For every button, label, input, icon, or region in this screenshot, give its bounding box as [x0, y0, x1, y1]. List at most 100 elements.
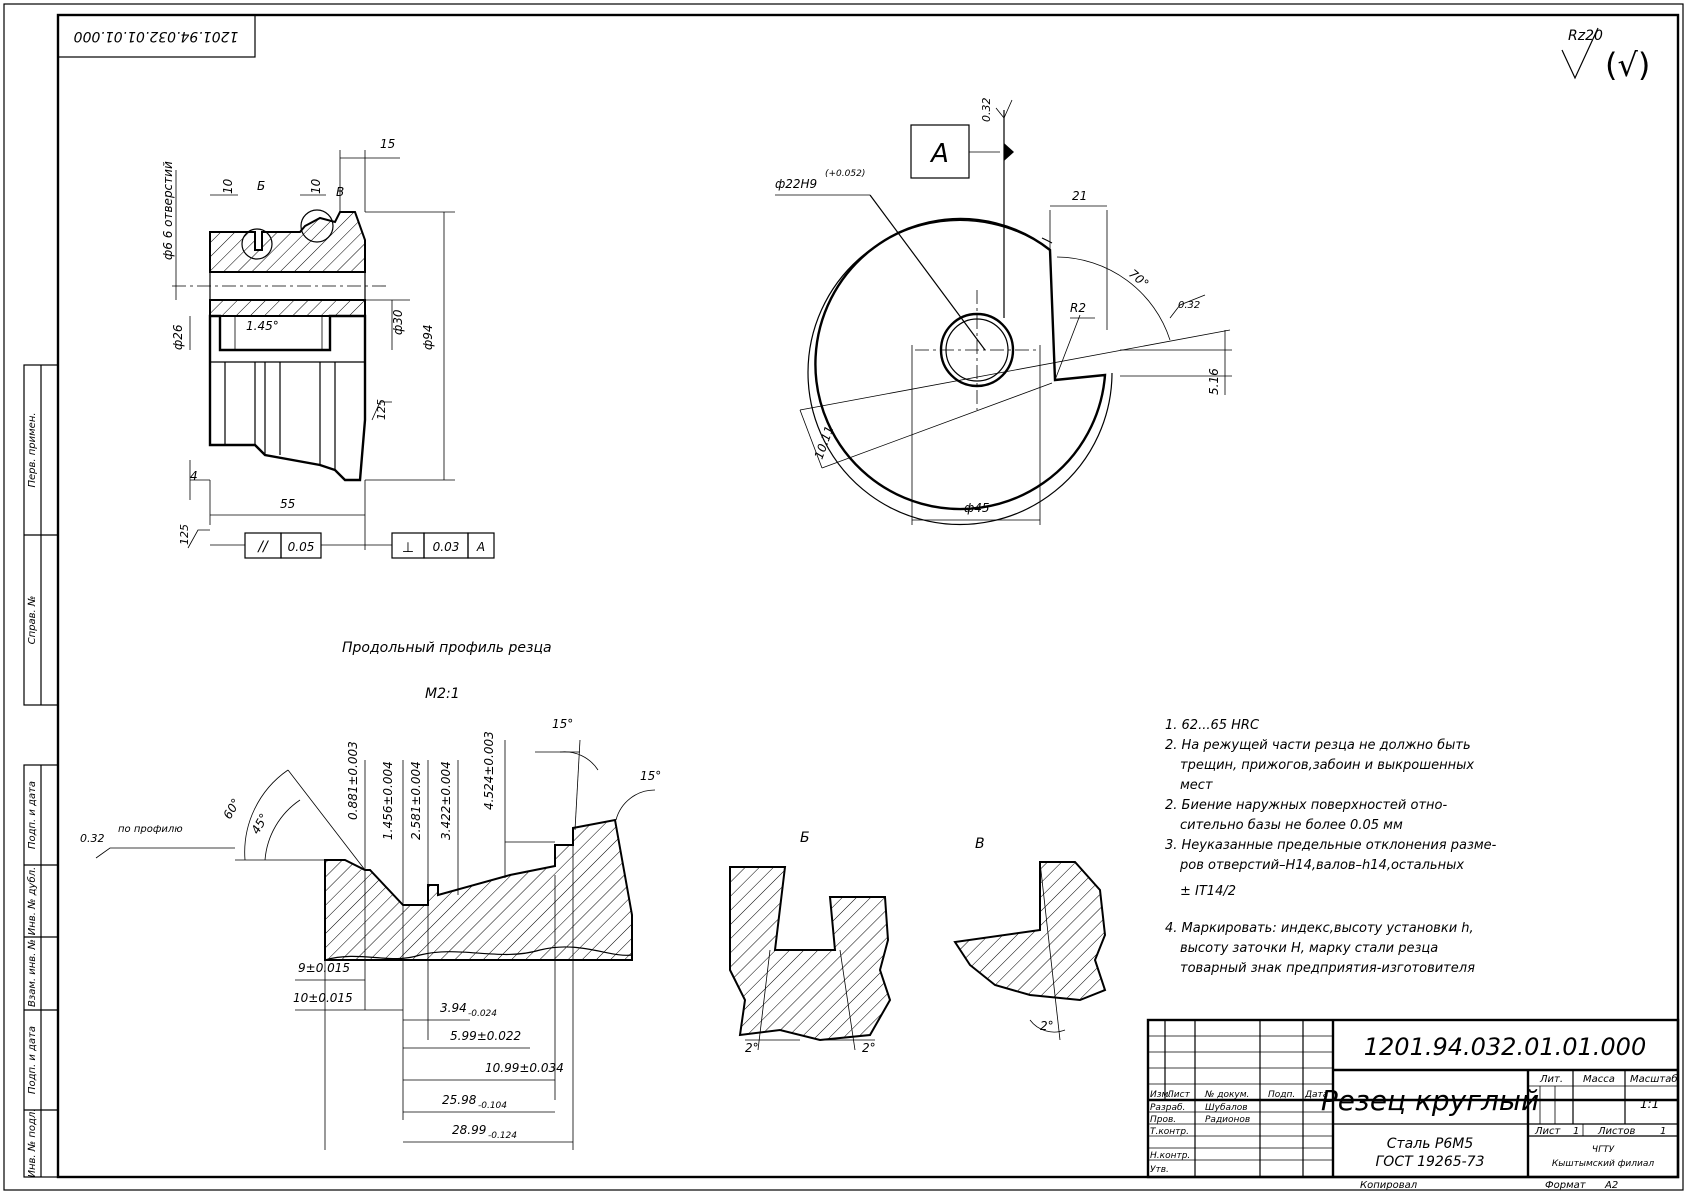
- svg-text:Н.контр.: Н.контр.: [1150, 1151, 1190, 1161]
- svg-text:ф94: ф94: [421, 324, 435, 350]
- svg-text:R2: R2: [1070, 301, 1086, 315]
- section-dimensions: 15 10 Б 10 В ф6 6 отверстий ф26 1.45° ф3…: [161, 137, 455, 550]
- technical-notes: 1. 62...65 HRC 2. На режущей части резца…: [1165, 718, 1497, 976]
- svg-text:А2: А2: [1604, 1180, 1618, 1191]
- svg-text:Инв. № дубл.: Инв. № дубл.: [26, 867, 38, 935]
- outer-frame: [3, 3, 1684, 1191]
- svg-text:сительно базы не более 0.05 мм: сительно базы не более 0.05 мм: [1180, 818, 1403, 833]
- svg-text:Лист: Лист: [1166, 1090, 1191, 1100]
- tolerance-frame-parallel: // 0.05: [210, 532, 365, 559]
- svg-text:Взам. инв. №: Взам. инв. №: [27, 939, 38, 1007]
- svg-text:(+0.052): (+0.052): [825, 169, 865, 179]
- svg-text:15: 15: [380, 137, 395, 151]
- svg-text:± IT14/2: ± IT14/2: [1180, 884, 1236, 899]
- svg-text:А: А: [476, 540, 485, 554]
- circle-view: А 0.32 ф22H9 (+0.052) 21 70° R2 0.32 5.1…: [775, 98, 1232, 526]
- svg-text:10±0.015: 10±0.015: [293, 991, 353, 1005]
- svg-text:Кыштымский филиал: Кыштымский филиал: [1552, 1159, 1654, 1169]
- svg-text:125: 125: [178, 524, 191, 545]
- left-column: Перв. примен. Справ. № Подп. и дата Инв.…: [23, 364, 59, 1178]
- svg-text:-0.024: -0.024: [468, 1009, 497, 1019]
- svg-text:55: 55: [280, 497, 295, 511]
- svg-text:4. Маркировать: индекс,высоту: 4. Маркировать: индекс,высоту установки …: [1165, 921, 1474, 936]
- svg-text:ф26: ф26: [171, 324, 185, 350]
- svg-text:ф6 6 отверстий: ф6 6 отверстий: [161, 161, 175, 260]
- svg-text:1.456±0.004: 1.456±0.004: [381, 761, 395, 840]
- doc-code-stamp: 1201.94.032.01.01.000: [57, 14, 256, 58]
- svg-text:Rz20: Rz20: [1568, 28, 1603, 44]
- svg-text:трещин, прижогов,забоин и выкр: трещин, прижогов,забоин и выкрошенных: [1180, 758, 1474, 773]
- svg-text:0.03: 0.03: [433, 540, 460, 554]
- svg-text:2. Биение наружных поверхносте: 2. Биение наружных поверхностей отно-: [1165, 798, 1447, 813]
- svg-text:Радионов: Радионов: [1205, 1115, 1250, 1125]
- svg-text:1: 1: [1660, 1126, 1666, 1137]
- svg-text:Резец круглый: Резец круглый: [1321, 1084, 1539, 1117]
- svg-text:мест: мест: [1180, 778, 1213, 793]
- svg-text:1201.94.032.01.01.000: 1201.94.032.01.01.000: [74, 28, 239, 44]
- svg-text:ф45: ф45: [964, 501, 990, 515]
- svg-text:5.99±0.022: 5.99±0.022: [450, 1029, 521, 1043]
- svg-text:15°: 15°: [640, 769, 661, 783]
- svg-text:1:1: 1:1: [1640, 1097, 1659, 1111]
- roughness-symbol: Rz20 (√): [1561, 27, 1650, 84]
- svg-text:Лит.: Лит.: [1539, 1074, 1563, 1085]
- svg-text:Т.контр.: Т.контр.: [1150, 1127, 1189, 1137]
- svg-text:0.32: 0.32: [1178, 300, 1200, 311]
- svg-text:4.524±0.003: 4.524±0.003: [482, 731, 496, 810]
- svg-text:Сталь Р6М5: Сталь Р6М5: [1387, 1136, 1474, 1152]
- svg-text:Продольный профиль резца: Продольный профиль резца: [342, 640, 552, 656]
- svg-text:ГОСТ 19265-73: ГОСТ 19265-73: [1376, 1154, 1485, 1170]
- svg-text:4: 4: [190, 469, 198, 483]
- svg-text:Пров.: Пров.: [1150, 1115, 1176, 1125]
- svg-text:Утв.: Утв.: [1150, 1165, 1169, 1175]
- svg-text:10.99±0.034: 10.99±0.034: [485, 1061, 564, 1075]
- svg-text:⊥: ⊥: [402, 540, 414, 556]
- svg-text:В: В: [336, 185, 344, 199]
- svg-text:Подп.: Подп.: [1268, 1090, 1295, 1100]
- svg-text:2°: 2°: [862, 1041, 876, 1055]
- svg-text:3. Неуказанные предельные откл: 3. Неуказанные предельные отклонения раз…: [1165, 838, 1497, 853]
- svg-text:5.16: 5.16: [1207, 368, 1221, 395]
- svg-text:Изм.: Изм.: [1150, 1090, 1171, 1100]
- svg-text:-0.124: -0.124: [488, 1131, 517, 1141]
- svg-text:-0.104: -0.104: [478, 1101, 507, 1111]
- svg-text:0.32: 0.32: [980, 98, 993, 123]
- svg-text:Масштаб: Масштаб: [1630, 1073, 1678, 1085]
- detail-v: В 2°: [953, 836, 1107, 1041]
- svg-text:Копировал: Копировал: [1360, 1180, 1418, 1191]
- svg-text:10: 10: [309, 178, 323, 194]
- svg-text:3.94: 3.94: [440, 1001, 467, 1015]
- svg-text:М2:1: М2:1: [425, 686, 460, 702]
- svg-text:Инв. № подл.: Инв. № подл.: [27, 1109, 38, 1178]
- svg-text:Листов: Листов: [1597, 1126, 1635, 1137]
- svg-text:125: 125: [375, 399, 388, 420]
- svg-text:высоту заточки Н, марку стали: высоту заточки Н, марку стали резца: [1180, 941, 1438, 956]
- svg-text:2°: 2°: [1040, 1019, 1054, 1033]
- section-view: [172, 209, 390, 482]
- svg-text:по профилю: по профилю: [118, 824, 183, 835]
- bottom-strip: Копировал Формат А2: [1360, 1180, 1618, 1191]
- svg-text:10: 10: [221, 178, 235, 194]
- profile-view: [324, 818, 633, 961]
- svg-text:2°: 2°: [745, 1041, 759, 1055]
- svg-text:Масса: Масса: [1583, 1074, 1615, 1085]
- svg-text:Лист: Лист: [1534, 1126, 1562, 1137]
- title-block: 1201.94.032.01.01.000 Резец круглый Стал…: [1146, 1018, 1680, 1179]
- svg-text:Б: Б: [800, 830, 810, 846]
- svg-text:3.422±0.004: 3.422±0.004: [439, 761, 453, 840]
- svg-text:25.98: 25.98: [442, 1093, 477, 1107]
- svg-text:0.881±0.003: 0.881±0.003: [346, 741, 360, 820]
- svg-text:1.45°: 1.45°: [246, 319, 279, 333]
- profile-labels: Продольный профиль резца М2:1: [342, 640, 552, 702]
- svg-text:21: 21: [1072, 189, 1087, 203]
- svg-text:А: А: [929, 139, 949, 169]
- svg-text:ЧГТУ: ЧГТУ: [1592, 1145, 1615, 1155]
- svg-text:1. 62...65 HRC: 1. 62...65 HRC: [1165, 718, 1260, 733]
- svg-text:2. На режущей части резца не д: 2. На режущей части резца не должно быть: [1165, 738, 1471, 753]
- svg-text:Справ. №: Справ. №: [27, 596, 38, 645]
- svg-text:Шубалов: Шубалов: [1205, 1103, 1248, 1113]
- svg-text:2.581±0.004: 2.581±0.004: [409, 761, 423, 840]
- svg-text:ф30: ф30: [391, 309, 405, 335]
- svg-text:товарный знак предприятия-изго: товарный знак предприятия-изготовителя: [1180, 961, 1475, 976]
